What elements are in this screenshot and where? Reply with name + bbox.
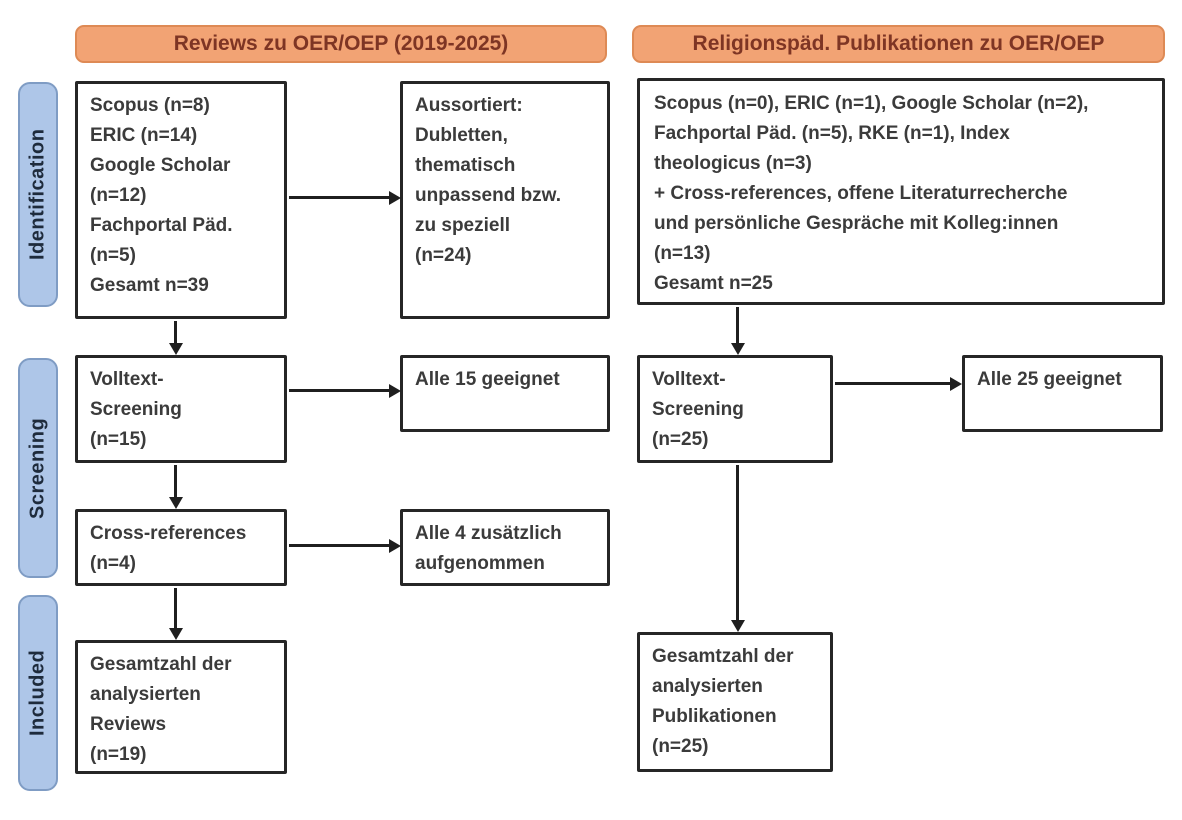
box-religionspaed-sources: Scopus (n=0), ERIC (n=1), Google Scholar… [637, 78, 1165, 305]
arrowhead-right-icon [389, 191, 401, 205]
stage-label-included: Included [18, 595, 58, 791]
arrowhead-right-icon [389, 539, 401, 553]
arrowhead-down-icon [169, 497, 183, 509]
box-reviews-fulltext-result: Alle 15 geeignet [400, 355, 610, 432]
box-reviews-included-total: Gesamtzahl der analysierten Reviews (n=1… [75, 640, 287, 774]
box-religionspaed-fulltext-screening: Volltext- Screening (n=25) [637, 355, 833, 463]
column-header-religionspaed: Religionspäd. Publikationen zu OER/OEP [632, 25, 1165, 63]
box-reviews-sources: Scopus (n=8) ERIC (n=14) Google Scholar … [75, 81, 287, 319]
column-header-reviews: Reviews zu OER/OEP (2019-2025) [75, 25, 607, 63]
stage-label-screening: Screening [18, 358, 58, 578]
arrowhead-right-icon [950, 377, 962, 391]
box-reviews-excluded: Aussortiert: Dubletten, thematisch unpas… [400, 81, 610, 319]
box-reviews-crossreferences-result: Alle 4 zusätzlich aufgenommen [400, 509, 610, 586]
stage-label-identification: Identification [18, 82, 58, 307]
arrowhead-down-icon [169, 343, 183, 355]
box-religionspaed-fulltext-result: Alle 25 geeignet [962, 355, 1163, 432]
arrowhead-down-icon [731, 620, 745, 632]
box-religionspaed-included-total: Gesamtzahl der analysierten Publikatione… [637, 632, 833, 772]
arrowhead-down-icon [731, 343, 745, 355]
box-reviews-crossreferences: Cross-references (n=4) [75, 509, 287, 586]
arrowhead-down-icon [169, 628, 183, 640]
arrowhead-right-icon [389, 384, 401, 398]
box-reviews-fulltext-screening: Volltext- Screening (n=15) [75, 355, 287, 463]
